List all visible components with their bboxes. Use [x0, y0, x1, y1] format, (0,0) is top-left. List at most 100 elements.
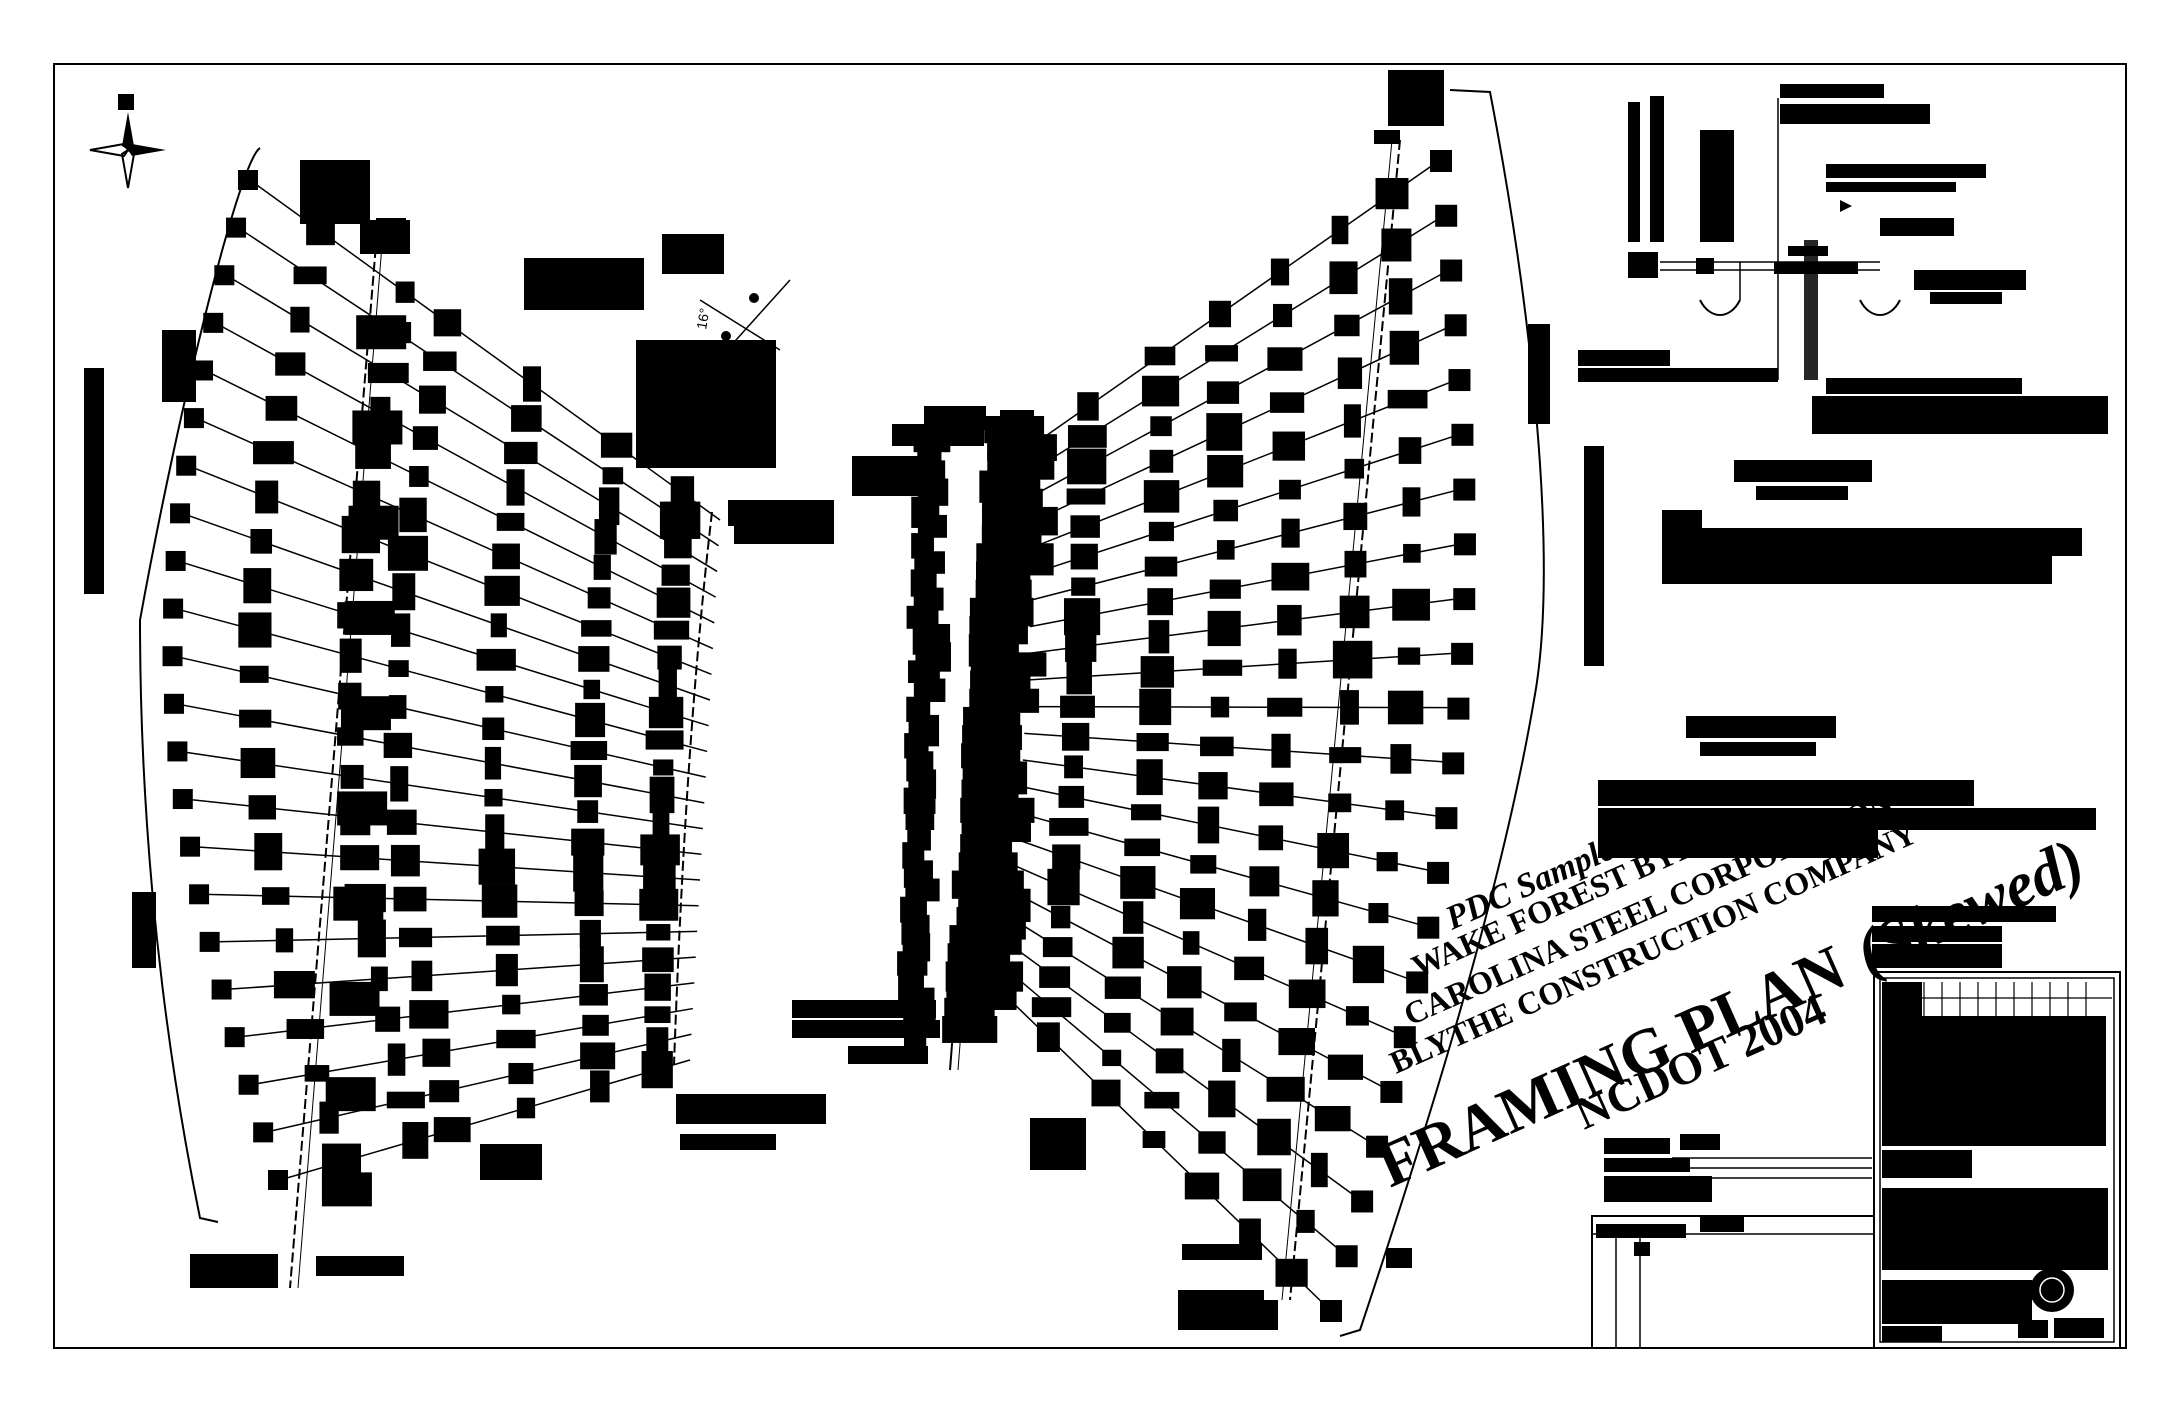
right-callout-block	[1190, 855, 1217, 874]
left-callout-block	[275, 928, 294, 953]
left-callout-block	[639, 888, 679, 921]
left-callout-block	[496, 1029, 536, 1049]
right-callout-block	[1122, 901, 1144, 934]
left-callout-block	[496, 512, 525, 531]
right-girder-line	[1016, 865, 1405, 1037]
right-callout-block	[1067, 448, 1107, 485]
left-bearing-mark	[238, 1074, 259, 1095]
left-note-block	[316, 1256, 404, 1276]
left-callout-block	[641, 1050, 673, 1089]
left-bearing-mark	[165, 550, 186, 571]
left-label-block	[352, 410, 403, 445]
left-callout-block	[484, 575, 520, 606]
left-callout-block	[387, 1043, 406, 1076]
right-callout-block	[1208, 1080, 1236, 1118]
left-bearing-mark	[170, 503, 191, 524]
right-span-outline	[1339, 89, 1545, 1337]
right-callout-block	[1397, 647, 1421, 665]
right-callout-block	[1224, 1002, 1257, 1022]
left-note-block	[734, 500, 834, 544]
left-callout-block	[340, 764, 364, 789]
left-callout-block	[649, 776, 675, 814]
left-callout-block	[265, 395, 298, 421]
right-callout-block	[1197, 806, 1220, 844]
left-callout-block	[250, 529, 273, 554]
right-bearing-mark	[1427, 861, 1450, 884]
left-callout-block	[578, 646, 610, 672]
mid-block	[942, 1016, 998, 1043]
right-bearing-mark	[1351, 1190, 1374, 1213]
middle-annotation-blocks	[792, 406, 1086, 1170]
left-bearing-mark	[199, 931, 220, 952]
left-bearing-mark	[203, 312, 224, 333]
left-callout-block	[653, 759, 674, 776]
mid-side-block	[914, 551, 945, 574]
right-callout-block	[1031, 997, 1072, 1018]
left-callout-block	[352, 480, 381, 508]
right-callout-block	[1039, 966, 1071, 988]
right-callout-block	[1310, 1152, 1328, 1188]
left-bearing-mark	[211, 979, 232, 1000]
left-callout-block	[522, 366, 542, 402]
right-girder-line	[1021, 785, 1438, 873]
right-girder-line	[1025, 705, 1458, 709]
left-bearing-mark	[167, 741, 188, 762]
right-girder-line	[1022, 759, 1446, 818]
right-callout-block	[1205, 345, 1239, 362]
right-callout-block	[1179, 888, 1216, 920]
left-callout-block	[393, 886, 427, 912]
right-callout-block	[1150, 416, 1172, 437]
mid-note-block	[848, 1046, 928, 1064]
right-callout-block	[1063, 598, 1101, 636]
right-callout-block	[1103, 1012, 1131, 1033]
left-bearing-mark	[253, 1122, 274, 1143]
left-callout-block	[399, 497, 427, 533]
right-callout-block	[1058, 785, 1085, 808]
right-callout-block	[1329, 747, 1362, 764]
left-callout-block	[643, 860, 676, 895]
right-callout-block	[1387, 690, 1424, 725]
right-callout-block	[1131, 804, 1162, 821]
left-callout-block	[433, 1117, 471, 1143]
left-callout-block	[656, 587, 691, 618]
right-callout-block	[1202, 659, 1243, 676]
left-callout-block	[395, 281, 415, 303]
right-callout-block	[1167, 966, 1202, 999]
right-callout-block	[1070, 515, 1100, 538]
left-callout-block	[577, 800, 599, 823]
right-bearing-mark	[1453, 533, 1476, 556]
right-callout-block	[1337, 357, 1363, 389]
right-callout-block	[1314, 1105, 1351, 1132]
left-callout-block	[659, 501, 701, 539]
left-bearing-mark	[193, 360, 214, 381]
right-callout-block	[1279, 479, 1301, 500]
right-callout-block	[1102, 1049, 1122, 1067]
left-bearing-mark	[172, 789, 193, 810]
left-callout-block	[602, 467, 624, 485]
right-girder-line	[1032, 433, 1462, 575]
right-callout-block	[1182, 931, 1200, 955]
right-callout-block	[1345, 1006, 1369, 1026]
right-note-block	[1374, 130, 1400, 144]
left-callout-block	[508, 1062, 534, 1085]
left-note-block	[676, 1094, 826, 1124]
right-callout-block	[1120, 866, 1156, 899]
left-callout-block	[516, 1097, 536, 1119]
mid-note-block	[852, 456, 936, 496]
right-callout-block	[1091, 1079, 1121, 1107]
right-callout-block	[1387, 389, 1428, 409]
left-callout-block	[388, 660, 409, 677]
right-callout-block	[1104, 976, 1141, 999]
right-callout-block	[1278, 1027, 1315, 1056]
right-callout-block	[1375, 177, 1409, 210]
right-callout-block	[1281, 518, 1300, 548]
right-bearing-mark	[1417, 916, 1440, 939]
left-callout-block	[570, 741, 608, 761]
left-bearing-mark	[224, 1027, 245, 1048]
right-callout-block	[1143, 480, 1180, 513]
right-bearing-mark	[1440, 259, 1463, 282]
right-callout-block	[1206, 381, 1240, 404]
left-callout-block	[642, 947, 674, 973]
right-callout-block	[1266, 1076, 1305, 1102]
left-callout-block	[664, 537, 692, 559]
